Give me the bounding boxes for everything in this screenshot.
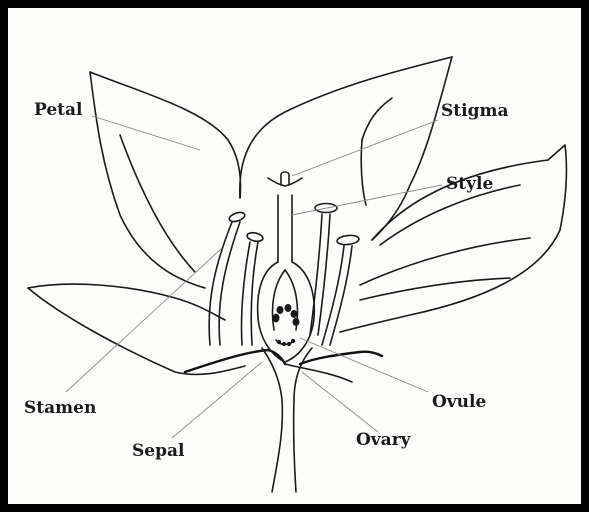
- stamens: [209, 204, 359, 346]
- sepal-label: Sepal: [132, 443, 184, 460]
- stigma-label: Stigma: [441, 103, 508, 120]
- ovules: [273, 305, 299, 346]
- petal-leader: [92, 116, 200, 150]
- pistil: [258, 172, 315, 362]
- leader-lines: [66, 116, 442, 438]
- stamen-leader: [66, 248, 222, 392]
- ovary-leader: [302, 372, 378, 432]
- ovary-label: Ovary: [356, 432, 411, 449]
- style-label: Style: [446, 176, 493, 193]
- ovule-label: Ovule: [432, 394, 486, 411]
- sepals: [185, 350, 382, 382]
- stalk: [262, 348, 312, 492]
- petal-label: Petal: [34, 102, 82, 119]
- left-petal: [90, 72, 241, 288]
- stamen-label: Stamen: [24, 400, 96, 417]
- center-petal: [240, 57, 452, 240]
- ovule-leader: [300, 338, 428, 392]
- stigma-leader: [292, 120, 438, 176]
- lower-left-petal: [28, 284, 245, 374]
